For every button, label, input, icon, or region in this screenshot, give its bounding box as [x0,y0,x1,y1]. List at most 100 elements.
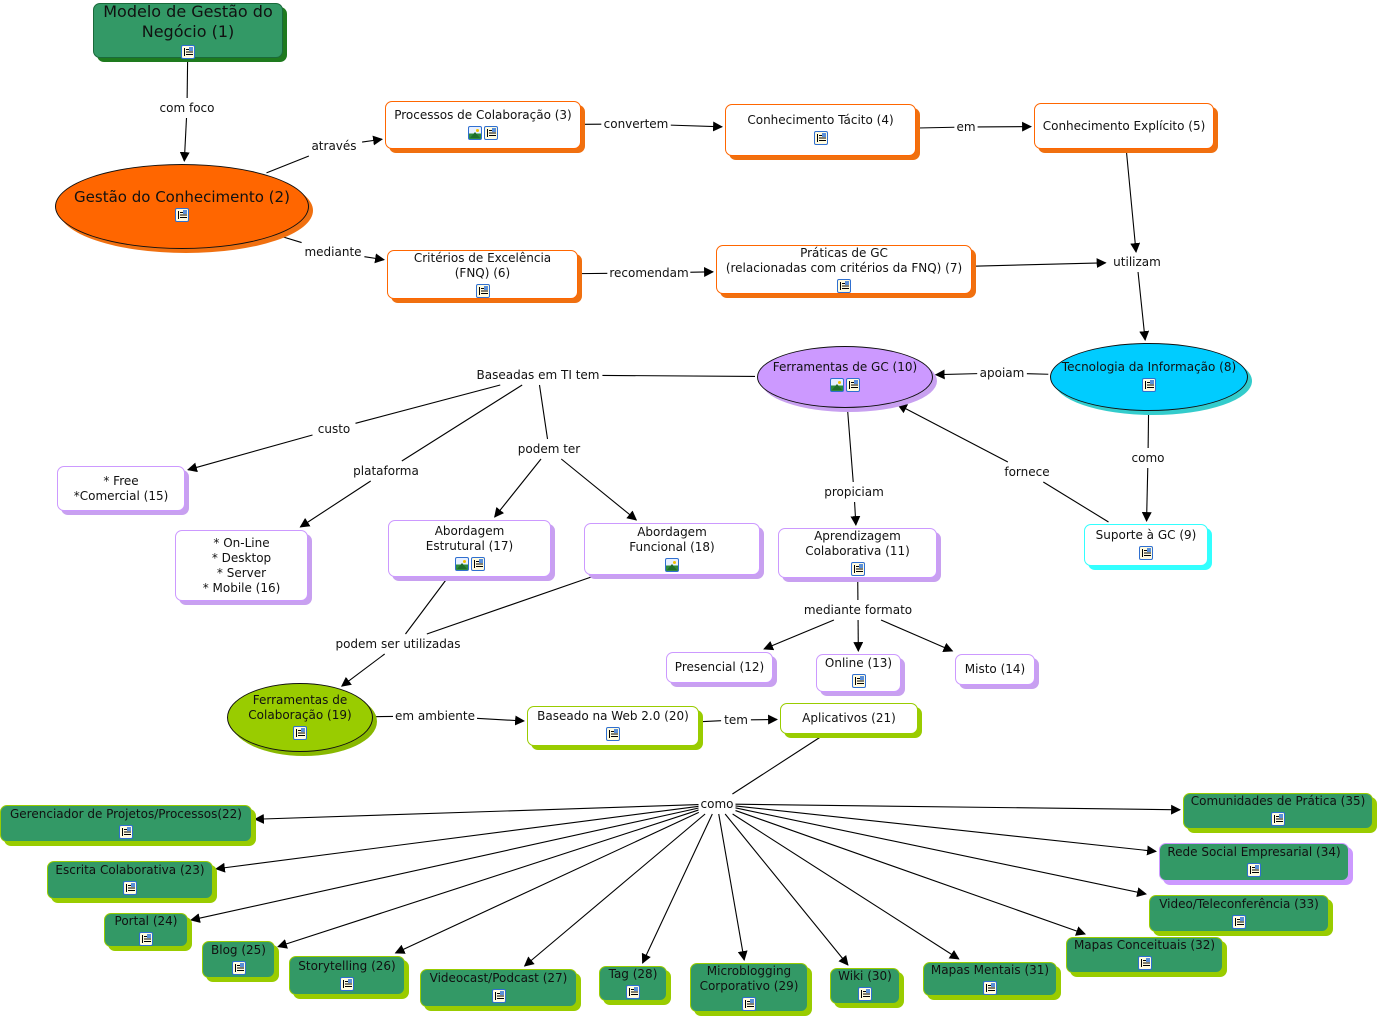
linking-phrase-mediante[interactable]: mediante [302,245,364,259]
linking-phrase-em[interactable]: em [954,120,978,134]
concept-node-c10[interactable]: Ferramentas de GC (10) [757,346,933,408]
linking-phrase-baseadas[interactable]: Baseadas em TI tem [474,368,602,382]
image-resource-icon[interactable] [830,378,844,392]
concept-node-c25[interactable]: Blog (25) [202,941,275,978]
document-resource-icon[interactable] [181,45,195,59]
concept-node-c8[interactable]: Tecnologia da Informação (8) [1050,343,1248,411]
connection-l_plataforma-to-c16 [299,480,372,528]
linking-phrase-podemter[interactable]: podem ter [515,442,583,456]
image-resource-icon[interactable] [468,126,482,140]
concept-node-c14[interactable]: Misto (14) [955,654,1035,685]
concept-node-c23[interactable]: Escrita Colaborativa (23) [47,861,213,899]
concept-node-c30[interactable]: Wiki (30) [830,968,900,1004]
document-resource-icon[interactable] [983,981,997,995]
image-resource-icon[interactable] [665,557,679,572]
linking-phrase-custo[interactable]: custo [315,422,353,436]
concept-node-c6[interactable]: Critérios de Excelência (FNQ) (6) [387,250,578,299]
linking-phrase-medformato[interactable]: mediante formato [801,603,915,617]
document-resource-icon[interactable] [850,562,865,576]
linking-phrase-fornece[interactable]: fornece [1002,465,1052,479]
linking-phrase-comfoco[interactable]: com foco [157,101,217,115]
linking-phrase-recomendam[interactable]: recomendam [607,266,691,280]
image-resource-icon[interactable] [454,557,469,571]
concept-node-c16[interactable]: * On-Line * Desktop * Server * Mobile (1… [175,530,308,601]
concept-node-c13[interactable]: Online (13) [816,654,901,692]
concept-label: Microblogging Corporativo (29) [699,964,799,993]
document-resource-icon[interactable] [139,932,153,946]
concept-node-c18[interactable]: Abordagem Funcional (18) [584,523,760,575]
connection-c18-to-l_podemser [426,576,592,635]
concept-node-c33[interactable]: Video/Teleconferência (33) [1149,895,1329,932]
document-resource-icon[interactable] [1142,378,1156,392]
linking-phrase-utilizam[interactable]: utilizam [1111,255,1163,269]
concept-label: Presencial (12) [674,660,765,674]
concept-node-c28[interactable]: Tag (28) [599,966,667,1001]
connection-l_como_apps-to-c27 [523,813,706,967]
document-resource-icon[interactable] [484,126,498,140]
document-resource-icon[interactable] [742,997,756,1011]
concept-node-c9[interactable]: Suporte à GC (9) [1084,524,1208,566]
concept-node-c22[interactable]: Gerenciador de Projetos/Processos(22) [0,805,252,842]
document-resource-icon[interactable] [475,284,490,298]
concept-node-c31[interactable]: Mapas Mentais (31) [923,962,1057,996]
concept-label: Videocast/Podcast (27) [429,971,568,985]
concept-node-c5[interactable]: Conhecimento Explícito (5) [1034,103,1214,149]
concept-node-c15[interactable]: * Free *Comercial (15) [57,466,185,511]
document-resource-icon[interactable] [293,726,307,740]
concept-node-c7[interactable]: Práticas de GC (relacionadas com critéri… [716,245,972,294]
concept-label: Misto (14) [964,662,1026,676]
concept-node-c21[interactable]: Aplicativos (21) [780,703,918,734]
document-resource-icon[interactable] [1139,546,1153,560]
document-resource-icon[interactable] [340,976,354,991]
concept-node-c32[interactable]: Mapas Conceituais (32) [1066,937,1223,973]
linking-phrase-convertem[interactable]: convertem [601,117,671,131]
connection-c5-to-l_utilizam [1125,150,1141,253]
document-resource-icon[interactable] [1247,863,1261,877]
linking-phrase-apoiam[interactable]: apoiam [977,366,1027,380]
resource-icons [119,824,133,841]
document-resource-icon[interactable] [626,985,640,999]
concept-node-c29[interactable]: Microblogging Corporativo (29) [690,963,808,1012]
concept-node-c3[interactable]: Processos de Colaboração (3) [385,101,581,149]
concept-node-c17[interactable]: Abordagem Estrutural (17) [388,520,551,577]
linking-phrase-como_apps[interactable]: como [698,797,736,811]
concept-node-c11[interactable]: Aprendizagem Colaborativa (11) [778,528,937,578]
linking-phrase-como_ti[interactable]: como [1129,451,1167,465]
document-resource-icon[interactable] [851,674,866,688]
concept-node-c26[interactable]: Storytelling (26) [289,956,405,995]
concept-node-c2[interactable]: Gestão do Conhecimento (2) [55,164,309,249]
concept-node-c1[interactable]: Modelo de Gestão do Negócio (1) [93,2,283,59]
linking-phrase-propiciam[interactable]: propiciam [822,485,886,499]
linking-phrase-tem[interactable]: tem [722,713,750,727]
document-resource-icon[interactable] [813,131,828,145]
document-resource-icon[interactable] [1137,956,1152,970]
document-resource-icon[interactable] [606,727,620,741]
concept-node-c20[interactable]: Baseado na Web 2.0 (20) [527,706,699,746]
document-resource-icon[interactable] [231,960,246,975]
document-resource-icon[interactable] [470,557,485,571]
connection-l_custo-to-c15 [187,434,313,473]
concept-node-c35[interactable]: Comunidades de Prática (35) [1183,793,1373,829]
concept-node-c27[interactable]: Videocast/Podcast (27) [420,969,577,1007]
concept-node-c12[interactable]: Presencial (12) [666,652,773,683]
connection-l_podemser-to-c19 [340,653,385,687]
document-resource-icon[interactable] [119,824,133,839]
linking-phrase-plataforma[interactable]: plataforma [351,464,421,478]
document-resource-icon[interactable] [175,207,189,222]
document-resource-icon[interactable] [837,279,851,293]
document-resource-icon[interactable] [491,989,506,1003]
concept-node-c4[interactable]: Conhecimento Tácito (4) [725,104,916,156]
concept-node-c34[interactable]: Rede Social Empresarial (34) [1159,843,1349,881]
concept-node-c19[interactable]: Ferramentas de Colaboração (19) [227,683,373,752]
linking-phrase-podemser[interactable]: podem ser utilizadas [333,637,463,651]
document-resource-icon[interactable] [1271,812,1285,826]
connection-l_apoiam-to-c10 [934,369,978,380]
concept-node-c24[interactable]: Portal (24) [104,913,188,947]
linking-phrase-emambiente[interactable]: em ambiente [393,709,477,723]
document-resource-icon[interactable] [123,881,137,895]
document-resource-icon[interactable] [858,987,872,1001]
document-resource-icon[interactable] [846,378,860,392]
document-resource-icon[interactable] [1232,914,1246,929]
linking-phrase-atraves[interactable]: através [309,139,359,153]
resource-icons [626,985,640,1000]
